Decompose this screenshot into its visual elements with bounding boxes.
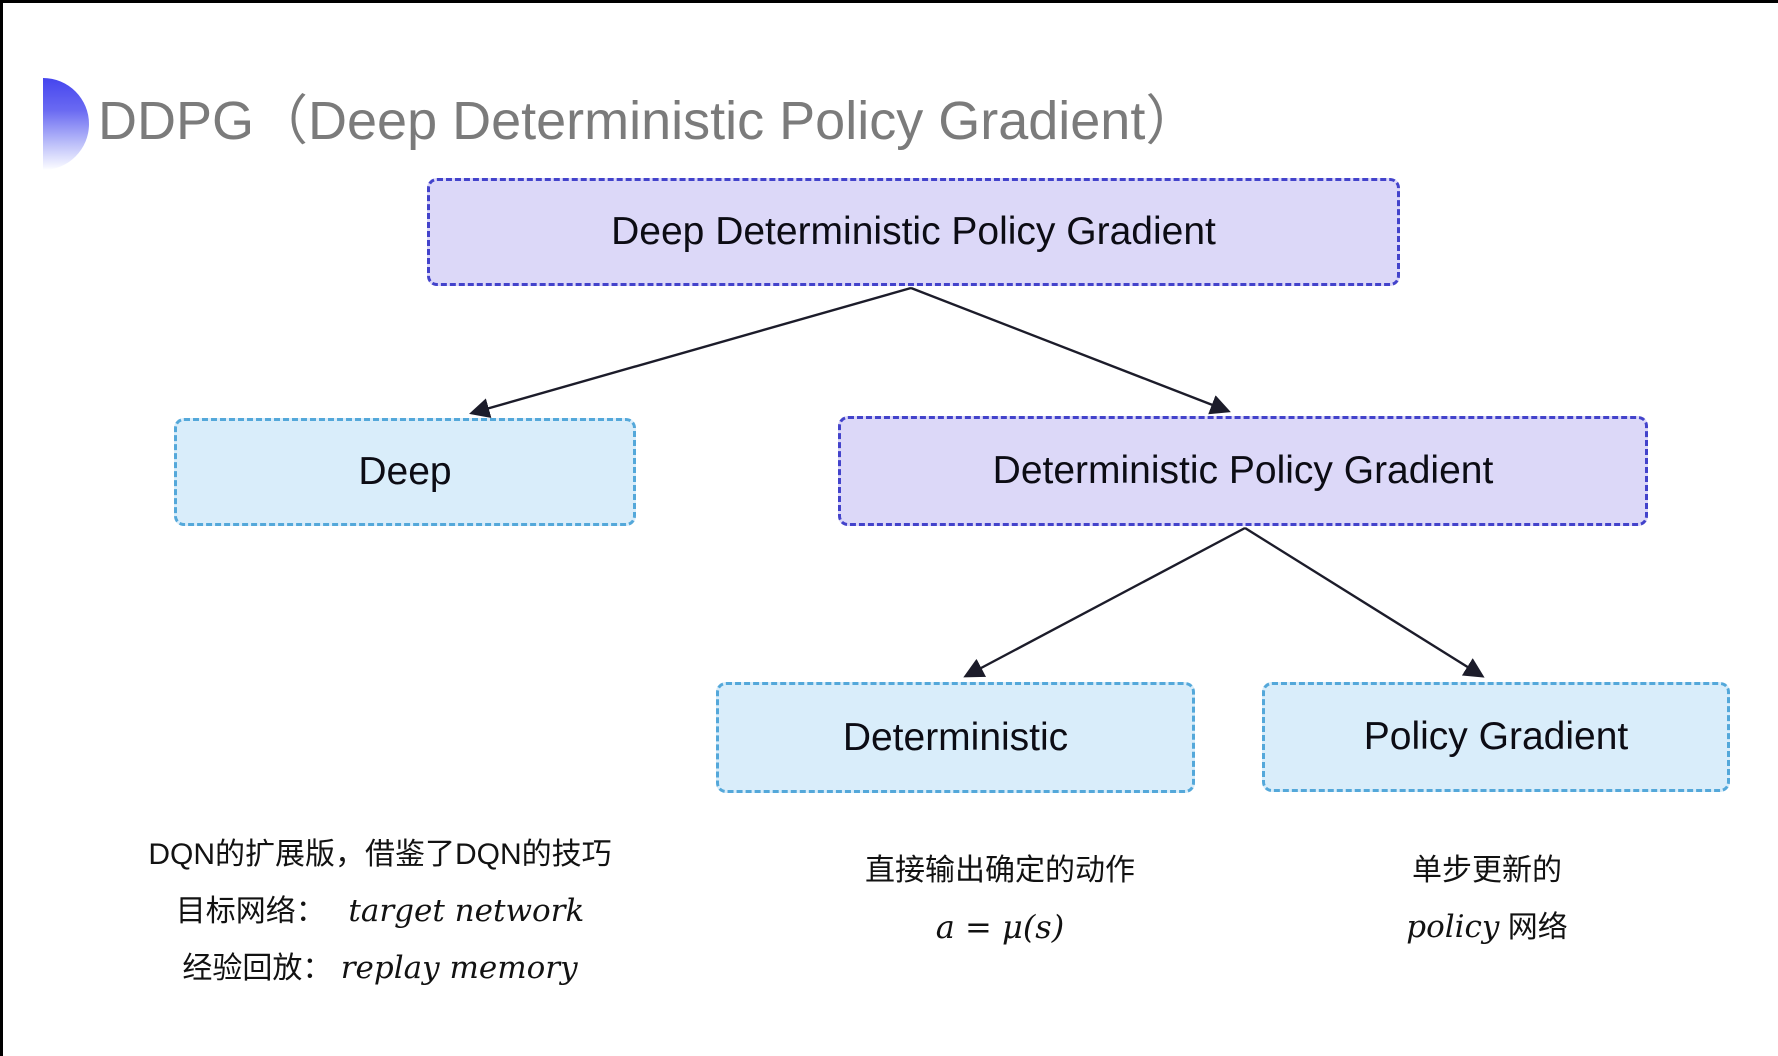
arrow-root-to-dpg	[910, 286, 1231, 415]
note-deep-line1: DQN的扩展版，借鉴了DQN的技巧	[148, 838, 612, 871]
arrow-root-to-deep	[469, 286, 912, 419]
target-network-term: target network	[348, 893, 585, 929]
left-border-line	[0, 0, 3, 1056]
policy-term: policy	[1406, 909, 1500, 945]
policy-formula: a = μ(s)	[935, 908, 1065, 946]
note-deterministic-line1: 直接输出确定的动作	[865, 854, 1135, 887]
bullet-half-disc-icon	[43, 78, 89, 170]
note-policy-gradient-block: 单步更新的 policy 网络	[1287, 842, 1687, 956]
node-deep: Deep	[174, 418, 636, 526]
replay-memory-term: replay memory	[340, 950, 578, 986]
arrow-dpg-to-deterministic	[963, 526, 1246, 678]
note-deterministic-formula: a = μ(s)	[790, 899, 1210, 957]
node-deterministic: Deterministic	[716, 682, 1195, 793]
note-pg-line2: policy 网络	[1406, 909, 1568, 945]
page-title: DDPG（Deep Deterministic Policy Gradient）	[98, 91, 1200, 151]
arrow-dpg-to-policy-gradient	[1244, 526, 1485, 678]
node-deterministic-policy-gradient: Deterministic Policy Gradient	[838, 416, 1648, 526]
node-deterministic-label: Deterministic	[842, 715, 1069, 759]
node-dpg-label: Deterministic Policy Gradient	[992, 449, 1494, 492]
note-deep-block: DQN的扩展版，借鉴了DQN的技巧 目标网络： target network 经…	[110, 826, 650, 997]
note-deep-line2: 目标网络： target network	[175, 893, 585, 929]
node-root-label: Deep Deterministic Policy Gradient	[611, 210, 1216, 253]
note-deterministic-block: 直接输出确定的动作 a = μ(s)	[790, 842, 1210, 957]
node-deep-label: Deep	[358, 450, 452, 493]
note-pg-line1: 单步更新的	[1412, 854, 1562, 887]
top-border-line	[0, 0, 1778, 3]
note-deep-line3: 经验回放： replay memory	[182, 950, 578, 986]
node-policy-gradient: Policy Gradient	[1262, 682, 1730, 792]
node-pg-label: Policy Gradient	[1363, 715, 1629, 758]
node-deep-deterministic-policy-gradient: Deep Deterministic Policy Gradient	[427, 178, 1400, 286]
